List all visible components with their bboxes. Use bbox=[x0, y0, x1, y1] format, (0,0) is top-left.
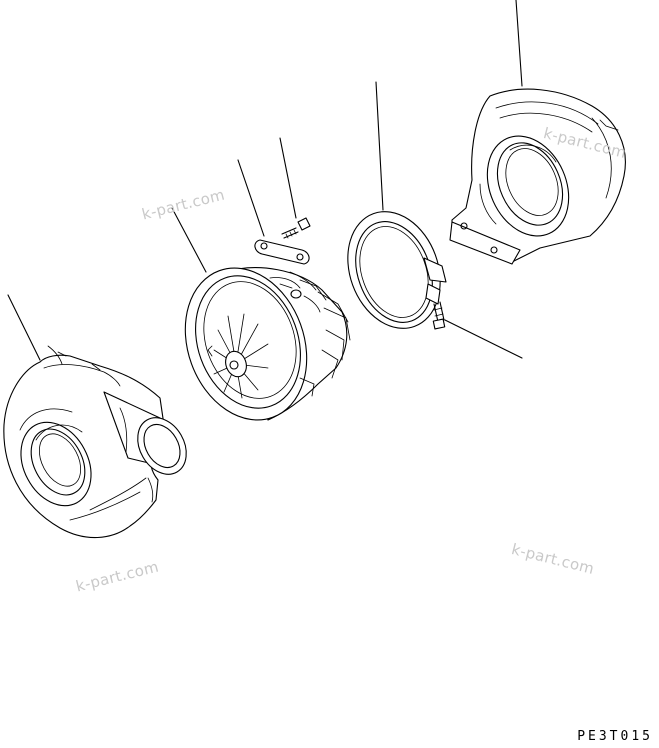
turbo-cartridge bbox=[184, 267, 351, 421]
compressor-wheel bbox=[207, 313, 269, 399]
leader-compressor-housing bbox=[7, 294, 41, 361]
leader-clamp bbox=[375, 81, 384, 211]
leader-plate bbox=[237, 159, 265, 237]
bolt bbox=[281, 217, 311, 239]
leader-clamp-nut bbox=[444, 319, 523, 359]
compressor-housing bbox=[3, 345, 187, 539]
v-band-clamp bbox=[347, 211, 447, 330]
leader-bolt bbox=[279, 137, 297, 219]
leader-turbine-housing bbox=[515, 0, 523, 87]
leader-lines bbox=[7, 0, 523, 361]
lock-plate bbox=[254, 239, 310, 265]
turbine-housing bbox=[449, 88, 626, 265]
diagram-code: PE3T015 bbox=[577, 729, 653, 744]
cartridge-oil-port bbox=[299, 377, 315, 397]
leader-cartridge bbox=[171, 207, 207, 273]
